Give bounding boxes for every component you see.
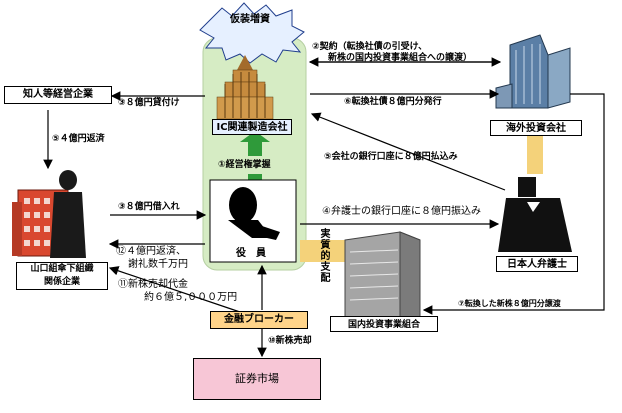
- step12-line1: ⑫４億円返済、: [116, 246, 186, 257]
- step4-transfer-label: ④弁護士の銀行口座に８億円振込み: [322, 206, 481, 217]
- step2-line2: 新株の国内投資事業組合への譲渡）: [328, 53, 473, 63]
- officer-silhouette-icon: [228, 187, 280, 240]
- green-up-arrow-icon: [240, 131, 270, 180]
- step7-label: ⑦転換した新株８億円分譲渡: [458, 299, 561, 308]
- yamaguchi-label: 山口組傘下組織 関係企業: [16, 262, 108, 290]
- overseas-label: 海外投資会社: [490, 120, 582, 136]
- yamaguchi-label-line1: 山口組傘下組織: [30, 264, 94, 274]
- ic-company-building-icon: [216, 55, 274, 120]
- control-label: 実質的支配: [318, 228, 329, 283]
- arrow-7-transfer: [422, 93, 605, 315]
- yamaguchi-label-line2: 関係企業: [43, 277, 80, 287]
- overseas-building-icon: [495, 34, 571, 109]
- step5-repay-label: ⑤４億円返済: [52, 134, 105, 144]
- step11-line2: 約６億５,０００万円: [144, 292, 238, 303]
- arrows: [43, 57, 605, 358]
- step12-line2: 謝礼数千万円: [128, 259, 188, 270]
- arrow-11-proceeds: [108, 266, 241, 313]
- domestic-label: 国内投資事業組合: [330, 316, 438, 332]
- control-band: [300, 240, 346, 262]
- step5-payment-label: ⑤会社の銀行口座に８億円払込み: [324, 152, 458, 162]
- step3-loan-label: ③８億円貸付け: [118, 98, 180, 108]
- yamaguchi-silhouette-icon: [50, 170, 86, 258]
- lawyer-silhouette-icon: [498, 177, 572, 252]
- lawyer-label: 日本人弁護士: [496, 256, 578, 272]
- domestic-fund-building-icon: [344, 231, 421, 319]
- burst-label: 仮装増資: [230, 14, 270, 25]
- step10-label: ⑩新株売却: [268, 336, 312, 346]
- arrow-5-payment: [310, 112, 506, 191]
- burst-shape: [199, 2, 305, 64]
- broker-box: 金融ブローカー: [210, 311, 308, 329]
- acquaintance-box: 知人等経営企業: [4, 86, 112, 104]
- step6-bond-label: ⑥転換社債８億円分発行: [344, 97, 442, 107]
- officer-label: 役 員: [236, 248, 266, 259]
- step1-label: ①経営権掌握: [218, 160, 271, 170]
- step11-line1: ⑪新株売却代金: [118, 279, 188, 290]
- step2-line1: ②契約（転換社債の引受け、: [312, 42, 428, 52]
- market-box: 証券市場: [193, 358, 321, 400]
- ic-company-label: IC関連製造会社: [212, 119, 292, 135]
- step3-borrow-label: ③８億円借入れ: [118, 202, 180, 212]
